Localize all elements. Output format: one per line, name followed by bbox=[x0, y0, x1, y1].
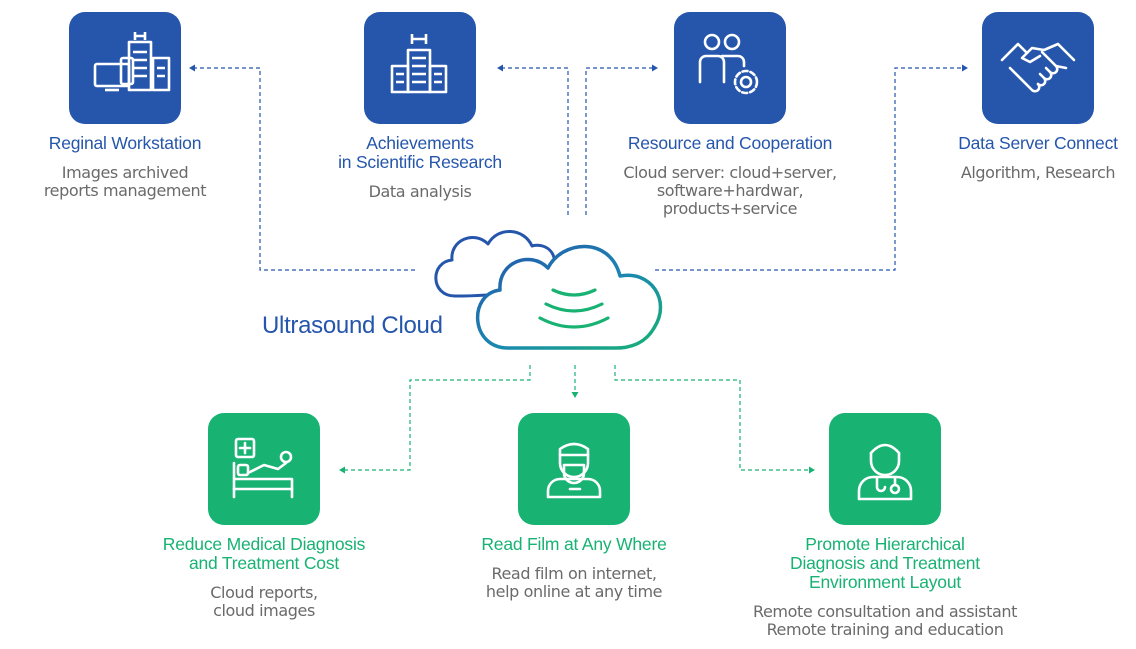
hospital-workstation-icon bbox=[93, 32, 171, 92]
workstation-title: Reginal Workstation bbox=[48, 133, 202, 153]
node-reginal-workstation: Reginal Workstation Images archived repo… bbox=[15, 12, 235, 200]
resource-title: Resource and Cooperation bbox=[627, 133, 833, 153]
data-server-tile bbox=[982, 12, 1094, 124]
research-tile bbox=[364, 12, 476, 124]
people-gear-icon bbox=[698, 33, 759, 95]
cost-tile bbox=[208, 413, 320, 525]
workstation-desc: Images archived reports management bbox=[43, 163, 207, 200]
connector-resource bbox=[585, 67, 655, 215]
node-scientific-research: Achievements in Scientific Research Data… bbox=[310, 12, 530, 201]
handshake-icon bbox=[1000, 42, 1076, 93]
data-server-desc: Algorithm, Research bbox=[960, 163, 1116, 182]
connector-hierarchical bbox=[614, 365, 812, 471]
connector-research bbox=[500, 67, 569, 215]
hierarchical-desc: Remote consultation and assistant Remote… bbox=[752, 602, 1018, 639]
resource-desc: Cloud server: cloud+server, software+har… bbox=[623, 163, 837, 218]
surgeon-icon bbox=[546, 442, 602, 499]
patient-bed-icon bbox=[232, 437, 294, 499]
hierarchical-title: Promote Hierarchical Diagnosis and Treat… bbox=[790, 534, 980, 592]
research-title: Achievements in Scientific Research bbox=[338, 133, 502, 172]
connector-arrowheads bbox=[189, 64, 968, 72]
connector-data-server bbox=[655, 67, 965, 271]
hospital-building-icon bbox=[390, 34, 448, 94]
cost-desc: Cloud reports, cloud images bbox=[210, 583, 318, 620]
hierarchical-tile bbox=[829, 413, 941, 525]
node-reduce-cost: Reduce Medical Diagnosis and Treatment C… bbox=[134, 413, 394, 620]
data-server-title: Data Server Connect bbox=[958, 133, 1118, 153]
node-data-server: Data Server Connect Algorithm, Research bbox=[928, 12, 1136, 182]
workstation-tile bbox=[69, 12, 181, 124]
node-resource-cooperation: Resource and Cooperation Cloud server: c… bbox=[598, 12, 862, 218]
research-desc: Data analysis bbox=[368, 182, 472, 201]
center-label: Ultrasound Cloud bbox=[262, 312, 443, 339]
node-hierarchical: Promote Hierarchical Diagnosis and Treat… bbox=[720, 413, 1050, 639]
resource-tile bbox=[674, 12, 786, 124]
ultrasound-cloud-icon bbox=[434, 230, 663, 350]
read-film-desc: Read film on internet, help online at an… bbox=[485, 564, 663, 601]
cost-title: Reduce Medical Diagnosis and Treatment C… bbox=[162, 534, 366, 573]
doctor-icon bbox=[857, 443, 913, 501]
connector-cost bbox=[342, 365, 531, 471]
read-film-title: Read Film at Any Where bbox=[481, 534, 667, 554]
connector-workstation bbox=[192, 67, 415, 271]
read-film-tile bbox=[518, 413, 630, 525]
node-read-film: Read Film at Any Where Read film on inte… bbox=[444, 413, 704, 601]
